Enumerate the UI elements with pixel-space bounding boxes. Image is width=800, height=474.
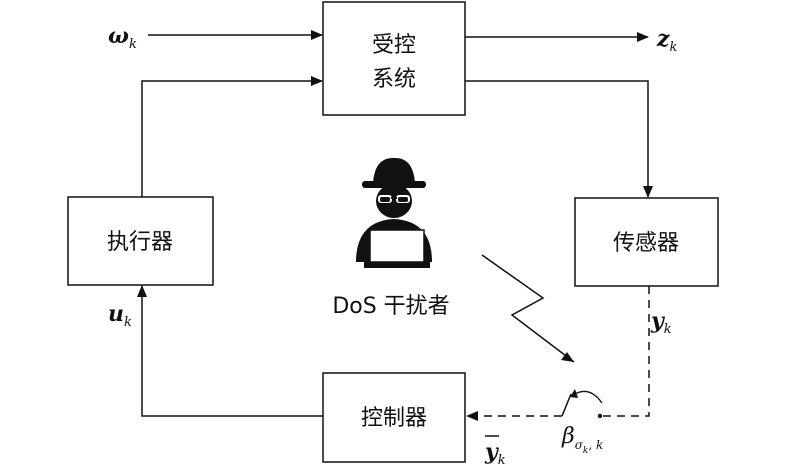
hacker-icon [356,157,432,268]
plant-label-line1: 受控 [372,33,416,58]
output-label: zk [656,26,678,55]
sensor-label: 传感器 [613,231,679,256]
plant-block: 受控 系统 [322,1,466,116]
switch-label: βσk, k [561,424,603,456]
attacker-label: DoS 干扰者 [332,294,449,319]
disturbance-label: ωk [108,23,137,52]
actuator-label: 执行器 [107,230,173,255]
jamming-signal-icon [481,254,575,363]
sensor-block: 传感器 [574,197,719,287]
sensor-to-network-dashed [600,286,650,417]
controller-block: 控制器 [322,372,466,463]
plant-to-sensor-arrow [465,80,653,198]
svg-text:zk: zk [656,26,678,55]
svg-text:yk: yk [650,308,672,337]
measurement-label: yk [650,308,672,337]
switch-icon [561,389,603,419]
svg-text:uk: uk [108,301,132,330]
plant-label-line2: 系统 [372,67,416,92]
svg-text:ωk: ωk [108,23,137,52]
svg-text:βσk, k: βσk, k [561,424,603,456]
actuator-to-plant-arrow [141,76,323,197]
controller-label: 控制器 [361,406,427,431]
received-label: yk [484,435,506,468]
svg-text:yk: yk [484,439,506,468]
controller-to-actuator-arrow [137,285,323,417]
actuator-block: 执行器 [67,196,214,286]
control-label: uk [108,301,132,330]
